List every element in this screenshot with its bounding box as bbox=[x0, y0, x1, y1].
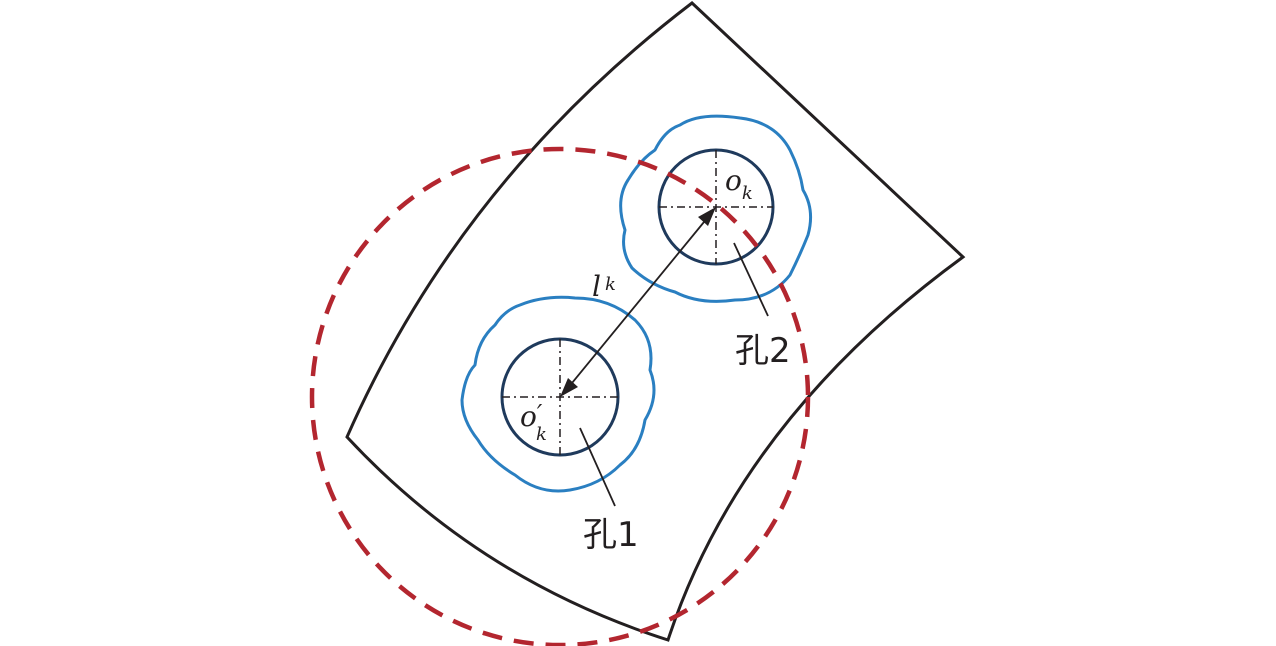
hole2-label: 孔2 bbox=[735, 331, 791, 371]
plate-outline bbox=[345, 1, 966, 642]
damage-zone-hole1 bbox=[460, 295, 656, 493]
arrowhead-hole2-icon bbox=[698, 207, 716, 226]
influence-circle bbox=[309, 146, 811, 646]
distance-line bbox=[571, 221, 705, 384]
hole1-label: 孔1 bbox=[583, 515, 639, 555]
arrowhead-hole1-icon bbox=[560, 378, 578, 397]
center-hole2-label: ok bbox=[725, 164, 753, 204]
center-hole1-label: o′ bbox=[520, 400, 543, 433]
damage-zone-hole2 bbox=[619, 114, 813, 303]
leader-hole2 bbox=[733, 242, 769, 317]
leader-hole1 bbox=[579, 427, 616, 507]
center-hole1-subscript: k bbox=[536, 424, 547, 445]
